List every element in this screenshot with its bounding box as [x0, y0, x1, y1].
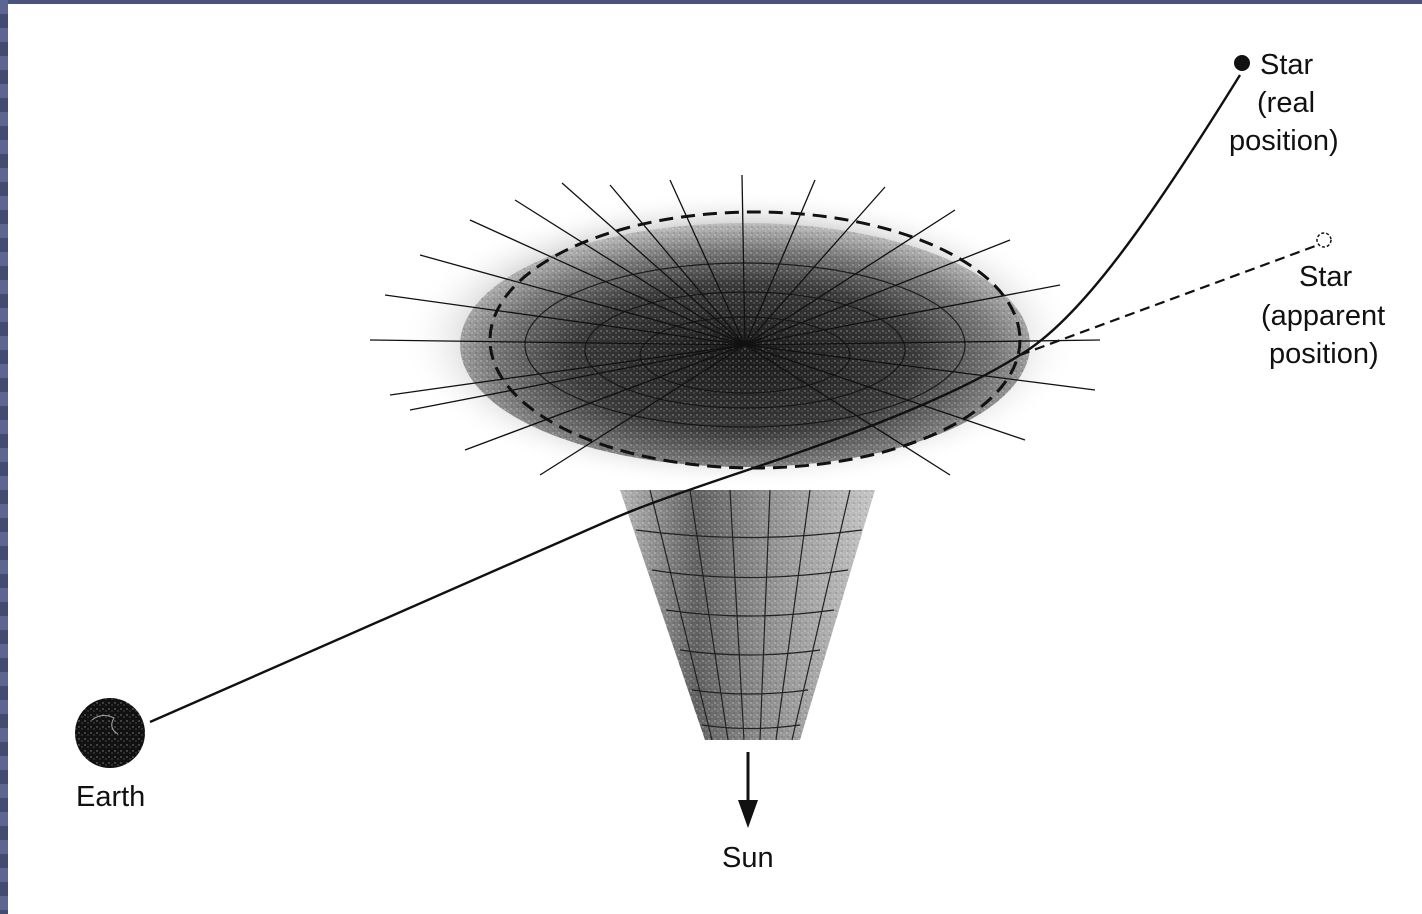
light-path [149, 74, 1242, 724]
star-real-label-3: position) [1229, 125, 1339, 157]
earth-label: Earth [76, 781, 145, 813]
sun-arrow [738, 752, 758, 828]
star-apparent-label-2: (apparent [1261, 300, 1385, 332]
star-apparent-dot [1316, 232, 1332, 248]
earth-globe [75, 698, 145, 768]
apparent-direction-line [1019, 243, 1319, 357]
sun-label: Sun [722, 842, 774, 874]
star-apparent-label-3: position) [1269, 338, 1379, 370]
left-frame-stripes [0, 0, 8, 914]
diagram-canvas: Star (real position) Star (apparent posi… [8, 4, 1422, 914]
star-real-dot [1234, 55, 1250, 71]
star-apparent-label-1: Star [1299, 261, 1353, 293]
star-real-label-1: Star [1260, 49, 1314, 81]
top-frame-bar [0, 0, 1422, 4]
diagram-svg: Star (real position) Star (apparent posi… [75, 49, 1385, 874]
funnel-neck [620, 489, 875, 741]
star-real-label-2: (real [1257, 87, 1315, 119]
